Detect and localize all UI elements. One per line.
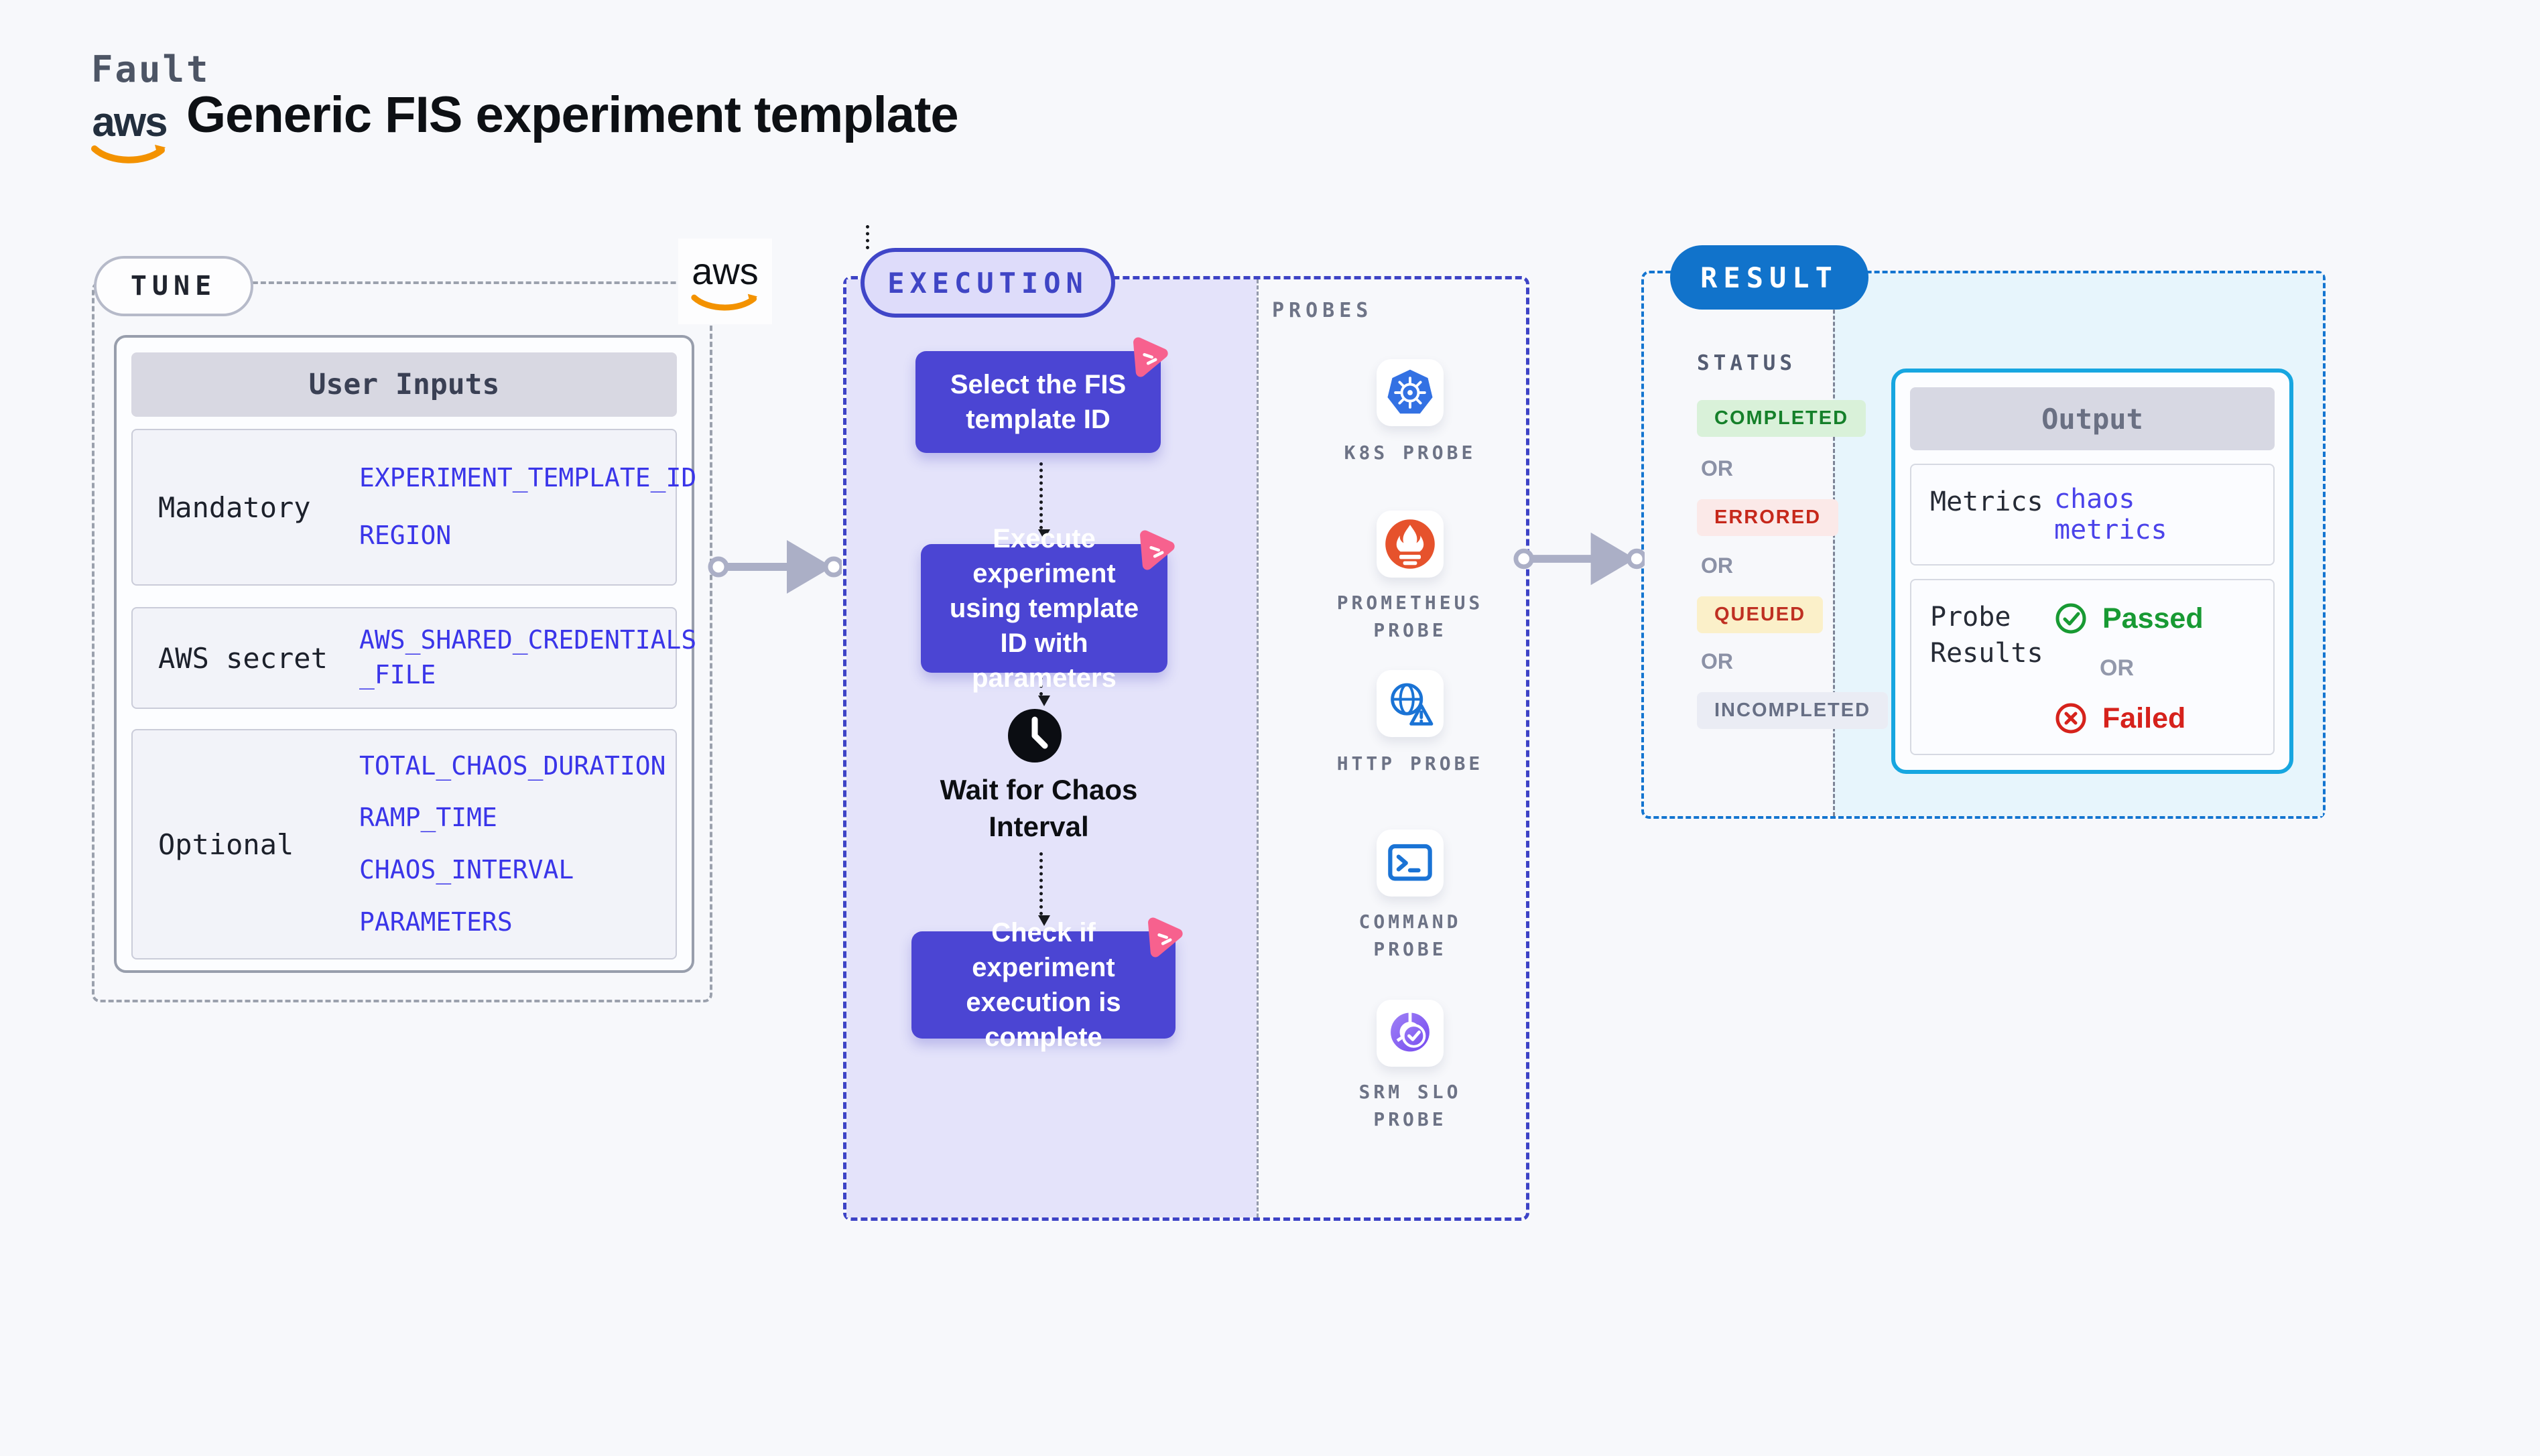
row-label: AWS secret [158,641,328,675]
output-header: Output [1910,387,2275,450]
input-variable: AWS_SHARED_CREDENTIALS [359,625,697,655]
row-values: AWS_SHARED_CREDENTIALS _FILE [359,625,696,690]
failed-text: Failed [2102,702,2186,734]
tune-group-box [92,281,712,1002]
wait-step-label: Wait for Chaos Interval [940,774,1138,842]
status-badge-incompleted: INCOMPLETED [1697,692,1889,729]
tune-pill: TUNE [94,256,253,316]
aws-corner-text: aws [692,249,759,292]
brand-name: Fault [91,48,210,90]
probe-card-command [1377,830,1444,897]
flow-arrow [1038,462,1050,540]
probe-results-row: Probe Results Passed OR Faile [1910,579,2275,755]
result-pill: RESULT [1670,245,1868,310]
aws-logo-text: aws [92,99,168,145]
status-divider-line [1833,273,1835,816]
aws-smile-icon [691,293,757,310]
metrics-value: chaos metrics [2054,484,2167,545]
probe-card-http [1377,670,1444,737]
failed-item: Failed [2054,702,2204,735]
probe-label: PROMETHEUS PROBE [1336,592,1484,641]
probes-divider-line [1257,279,1259,1217]
probe-results-values: Passed OR Failed [2054,599,2204,735]
aws-logo: aws [86,102,173,168]
probe-card-srm-slo [1377,1000,1444,1067]
check-circle-icon [2055,603,2086,634]
table-row-optional: Optional TOTAL_CHAOS_DURATION RAMP_TIME … [131,729,677,959]
probe-card-k8s [1377,359,1444,426]
flow-arrow [1038,852,1050,926]
page-title: Generic FIS experiment template [186,86,959,143]
status-badge-errored: ERRORED [1697,499,1839,536]
status-badge-queued: QUEUED [1697,596,1824,633]
input-variable: REGION [359,521,452,550]
output-box: Output Metrics chaos metrics Probe Resul… [1891,369,2293,774]
terminal-icon [1388,844,1432,881]
input-variable: EXPERIMENT_TEMPLATE_ID [359,463,697,493]
chaos-logo-icon [1148,917,1183,957]
step-text: Check if experiment execution is complet… [966,918,1121,1052]
flow-stub-dotted-line [866,225,869,249]
row-label: Optional [158,828,294,861]
execution-to-result-arrow [1513,532,1645,586]
or-separator: OR [1701,649,1733,673]
x-circle-icon [2055,703,2086,734]
chaos-logo-icon [1140,530,1175,570]
step-text: Execute experiment using template ID wit… [949,524,1139,693]
row-label: Mandatory [158,490,311,524]
input-variable: PARAMETERS [359,907,513,937]
status-column-label: STATUS [1697,351,1796,375]
probe-results-label: Probe Results [1930,602,2043,669]
step-select-template: Select the FIS template ID [915,337,1168,453]
probe-label: SRM SLO PROBE [1358,1081,1462,1130]
prometheus-icon [1385,519,1435,569]
user-inputs-table: User Inputs Mandatory EXPERIMENT_TEMPLAT… [114,335,696,973]
status-badge-completed: COMPLETED [1697,400,1866,437]
or-separator: OR [1701,553,1733,578]
or-separator: OR [2100,655,2134,681]
probe-card-prometheus [1377,511,1444,578]
step-check-complete: Check if experiment execution is complet… [911,917,1183,1052]
passed-item: Passed [2054,602,2204,635]
aws-smile-icon [91,145,166,163]
probe-label: COMMAND PROBE [1358,911,1462,960]
passed-text: Passed [2102,602,2204,635]
table-row-aws-secret: AWS secret AWS_SHARED_CREDENTIALS _FILE [131,607,696,709]
http-globe-warning-icon [1391,683,1434,726]
metrics-row: Metrics chaos metrics [1910,464,2275,566]
table-row-mandatory: Mandatory EXPERIMENT_TEMPLATE_ID REGION [131,429,696,586]
probe-label: K8S PROBE [1344,442,1476,464]
input-variable: _FILE [359,660,436,689]
chaos-logo-icon [1133,337,1168,377]
input-variable: RAMP_TIME [359,803,497,833]
flow-arrow [1038,677,1050,706]
clock-icon [1008,709,1062,763]
input-variable: TOTAL_CHAOS_DURATION [359,750,666,781]
row-values: EXPERIMENT_TEMPLATE_ID REGION [359,463,696,551]
user-inputs-header: User Inputs [131,352,677,417]
tune-to-execution-arrow [708,540,842,594]
input-variable: CHAOS_INTERVAL [359,855,574,884]
probes-column-label: PROBES [1272,299,1373,322]
execution-pill: EXECUTION [861,248,1115,318]
or-separator: OR [1701,456,1733,480]
step-text: Select the FIS template ID [950,370,1127,434]
metrics-label: Metrics [1930,486,2043,517]
row-values: TOTAL_CHAOS_DURATION RAMP_TIME CHAOS_INT… [359,751,666,937]
slo-donut-check-icon [1391,1012,1430,1052]
aws-corner-logo: aws [678,239,772,324]
kubernetes-icon [1387,369,1433,414]
probe-label: HTTP PROBE [1336,752,1484,775]
step-execute-experiment: Execute experiment using template ID wit… [921,524,1175,693]
